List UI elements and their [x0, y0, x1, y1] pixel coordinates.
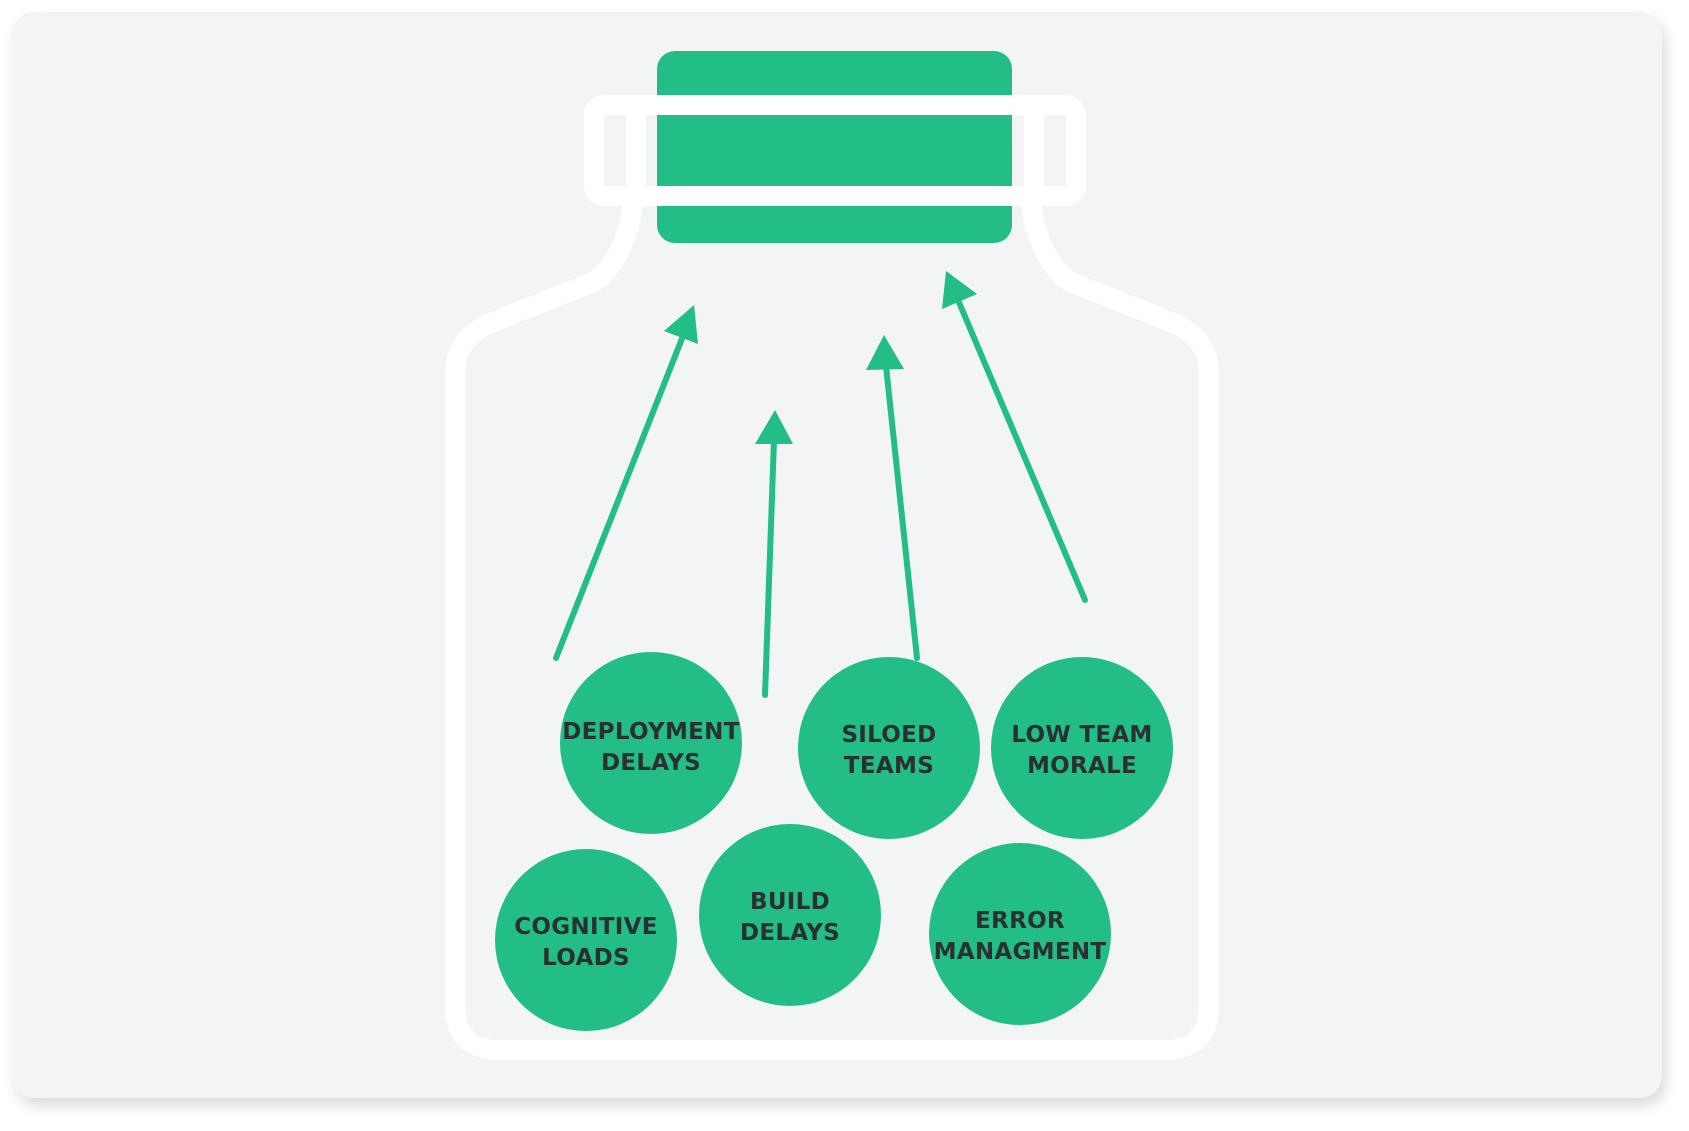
- node-siloed-teams: SILOED TEAMS: [798, 657, 980, 839]
- node-circle: [929, 843, 1111, 1025]
- arrow-head-4: [942, 271, 977, 309]
- node-label-line-1: DEPLOYMENT: [562, 719, 739, 745]
- arrow-head-2: [755, 410, 793, 444]
- node-circle: [798, 657, 980, 839]
- arrow-shaft-4: [955, 297, 1088, 603]
- node-label-line-2: MORALE: [1027, 753, 1137, 779]
- node-label-line-1: COGNITIVE: [514, 914, 658, 940]
- node-error-managment: ERROR MANAGMENT: [929, 843, 1111, 1025]
- node-label-line-1: SILOED: [841, 722, 936, 748]
- arrow-shaft-2: [762, 437, 777, 698]
- node-build-delays: BUILD DELAYS: [699, 824, 881, 1006]
- jar-neck-band: [584, 95, 1086, 206]
- node-circle: [495, 849, 677, 1031]
- arrow-shaft-1: [553, 333, 686, 661]
- node-label-line-2: MANAGMENT: [934, 939, 1107, 965]
- arrows: [553, 271, 1088, 698]
- node-label-line-2: LOADS: [542, 945, 630, 971]
- arrow-head-3: [866, 335, 904, 370]
- node-circle: [560, 652, 742, 834]
- node-cognitive-loads: COGNITIVE LOADS: [495, 849, 677, 1031]
- node-label-line-1: ERROR: [975, 908, 1065, 934]
- arrow-head-1: [664, 305, 698, 344]
- node-circle: [699, 824, 881, 1006]
- node-deployment-delays: DEPLOYMENT DELAYS: [560, 652, 742, 834]
- node-label-line-2: DELAYS: [601, 750, 701, 776]
- jar-body: [445, 185, 1219, 1060]
- node-label-line-2: DELAYS: [740, 920, 840, 946]
- node-circle: [991, 657, 1173, 839]
- node-low-team-morale: LOW TEAM MORALE: [991, 657, 1173, 839]
- node-label-line-1: LOW TEAM: [1011, 722, 1152, 748]
- node-label-line-2: TEAMS: [844, 753, 934, 779]
- node-label-line-1: BUILD: [750, 889, 830, 915]
- jar-lid: [657, 51, 1012, 243]
- arrow-shaft-3: [883, 363, 920, 661]
